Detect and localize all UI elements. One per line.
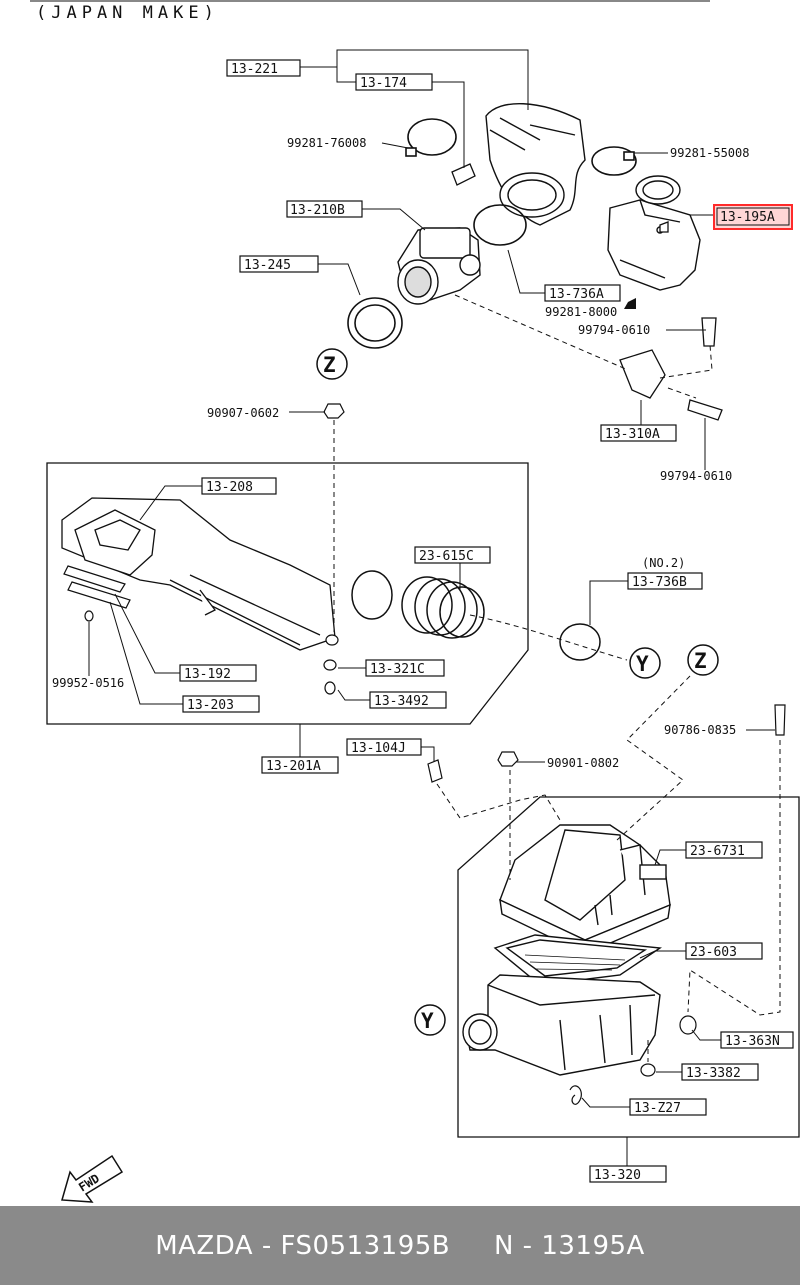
- marker-y-middle: Y: [636, 652, 649, 676]
- label-13-192: 13-192: [184, 667, 231, 682]
- part-99794-0610-lower: 99794-0610: [660, 469, 732, 483]
- label-13-736b: 13-736B: [632, 575, 687, 590]
- group-frame-13-320: [457, 796, 800, 1138]
- label-no2: (NO.2): [642, 556, 685, 570]
- air-flow-meter: [397, 227, 481, 305]
- hose-clamps: [347, 118, 637, 349]
- part-90907-0602: 90907-0602: [207, 406, 279, 420]
- label-13-3492: 13-3492: [374, 694, 429, 709]
- label-13-221: 13-221: [231, 62, 278, 77]
- bottom-small-parts: [427, 704, 786, 1105]
- part-99281-76008: 99281-76008: [287, 136, 366, 150]
- part-99794-0610-upper: 99794-0610: [578, 323, 650, 337]
- part-99281-8000: 99281-8000: [545, 305, 617, 319]
- label-13-104j: 13-104J: [351, 741, 406, 756]
- small-parts: [451, 163, 723, 421]
- label-13-310a: 13-310A: [605, 427, 660, 442]
- part-90786-0835: 90786-0835: [664, 723, 736, 737]
- pointer-arrow: [624, 298, 636, 309]
- part-99281-55008: 99281-55008: [670, 146, 749, 160]
- label-13-z27: 13-Z27: [634, 1101, 681, 1116]
- air-filter-element: [493, 934, 662, 986]
- air-cleaner-cover: [499, 824, 671, 955]
- label-23-6731: 23-6731: [690, 844, 745, 859]
- intake-hose: [485, 102, 586, 226]
- dashed-lines-bottom: [436, 675, 781, 1062]
- middle-labels: 13-208 23-615C (NO.2) 13-736B 13-192 13-…: [179, 477, 703, 774]
- leader-lines-bottom: [421, 729, 775, 1166]
- marker-z-middle: Z: [694, 649, 707, 673]
- label-13-208: 13-208: [206, 480, 253, 495]
- part-90901-0802: 90901-0802: [547, 756, 619, 770]
- dashed-lines-top: [454, 294, 713, 399]
- label-13-320: 13-320: [594, 1168, 641, 1183]
- label-13-174: 13-174: [360, 76, 407, 91]
- bottom-labels: 13-104J 23-6731 23-603 13-363N 13-3382 1…: [346, 738, 794, 1183]
- fwd-arrow: FWD: [61, 1154, 124, 1203]
- brand-part-number: MAZDA - FS0513195B: [155, 1230, 451, 1261]
- reference-number: N - 13195A: [493, 1230, 645, 1261]
- label-13-210b: 13-210B: [290, 203, 345, 218]
- dashed-lines-middle: [333, 420, 628, 661]
- diagram-header: (JAPAN MAKE): [36, 3, 219, 23]
- part-info-banner: MAZDA - FS0513195B N - 13195A: [0, 1206, 800, 1285]
- label-23-615c: 23-615C: [419, 549, 474, 564]
- small-nuts: [323, 403, 345, 695]
- label-23-603: 23-603: [690, 945, 737, 960]
- label-13-3382: 13-3382: [686, 1066, 741, 1081]
- duct-gaskets: [63, 565, 131, 622]
- label-13-363n: 13-363N: [725, 1034, 780, 1049]
- group-frame-13-201a: [46, 462, 529, 725]
- leader-lines-middle: [88, 411, 628, 757]
- top-part-numbers: 99281-76008 99281-55008 99281-8000 99794…: [207, 136, 749, 483]
- parts-diagram: (JAPAN MAKE): [30, 0, 800, 1203]
- banner-gap: [450, 1231, 494, 1261]
- top-labels: 13-221 13-174 13-210B 13-245 13-195A 13-…: [226, 59, 793, 442]
- part-99952-0516: 99952-0516: [52, 676, 124, 690]
- leader-lines-top: [300, 49, 714, 470]
- marker-z-top: Z: [323, 353, 336, 377]
- resonator-hose-and-clamp: [351, 570, 601, 661]
- label-13-195a-highlighted: 13-195A: [720, 210, 775, 225]
- label-13-321c: 13-321C: [370, 662, 425, 677]
- label-13-736a: 13-736A: [549, 287, 604, 302]
- label-13-203: 13-203: [187, 698, 234, 713]
- marker-y-bottom: Y: [421, 1009, 434, 1033]
- air-duct: [61, 497, 336, 651]
- air-cleaner-case: [462, 974, 661, 1076]
- resonator: [607, 175, 701, 291]
- label-13-201a: 13-201A: [266, 759, 321, 774]
- label-13-245: 13-245: [244, 258, 291, 273]
